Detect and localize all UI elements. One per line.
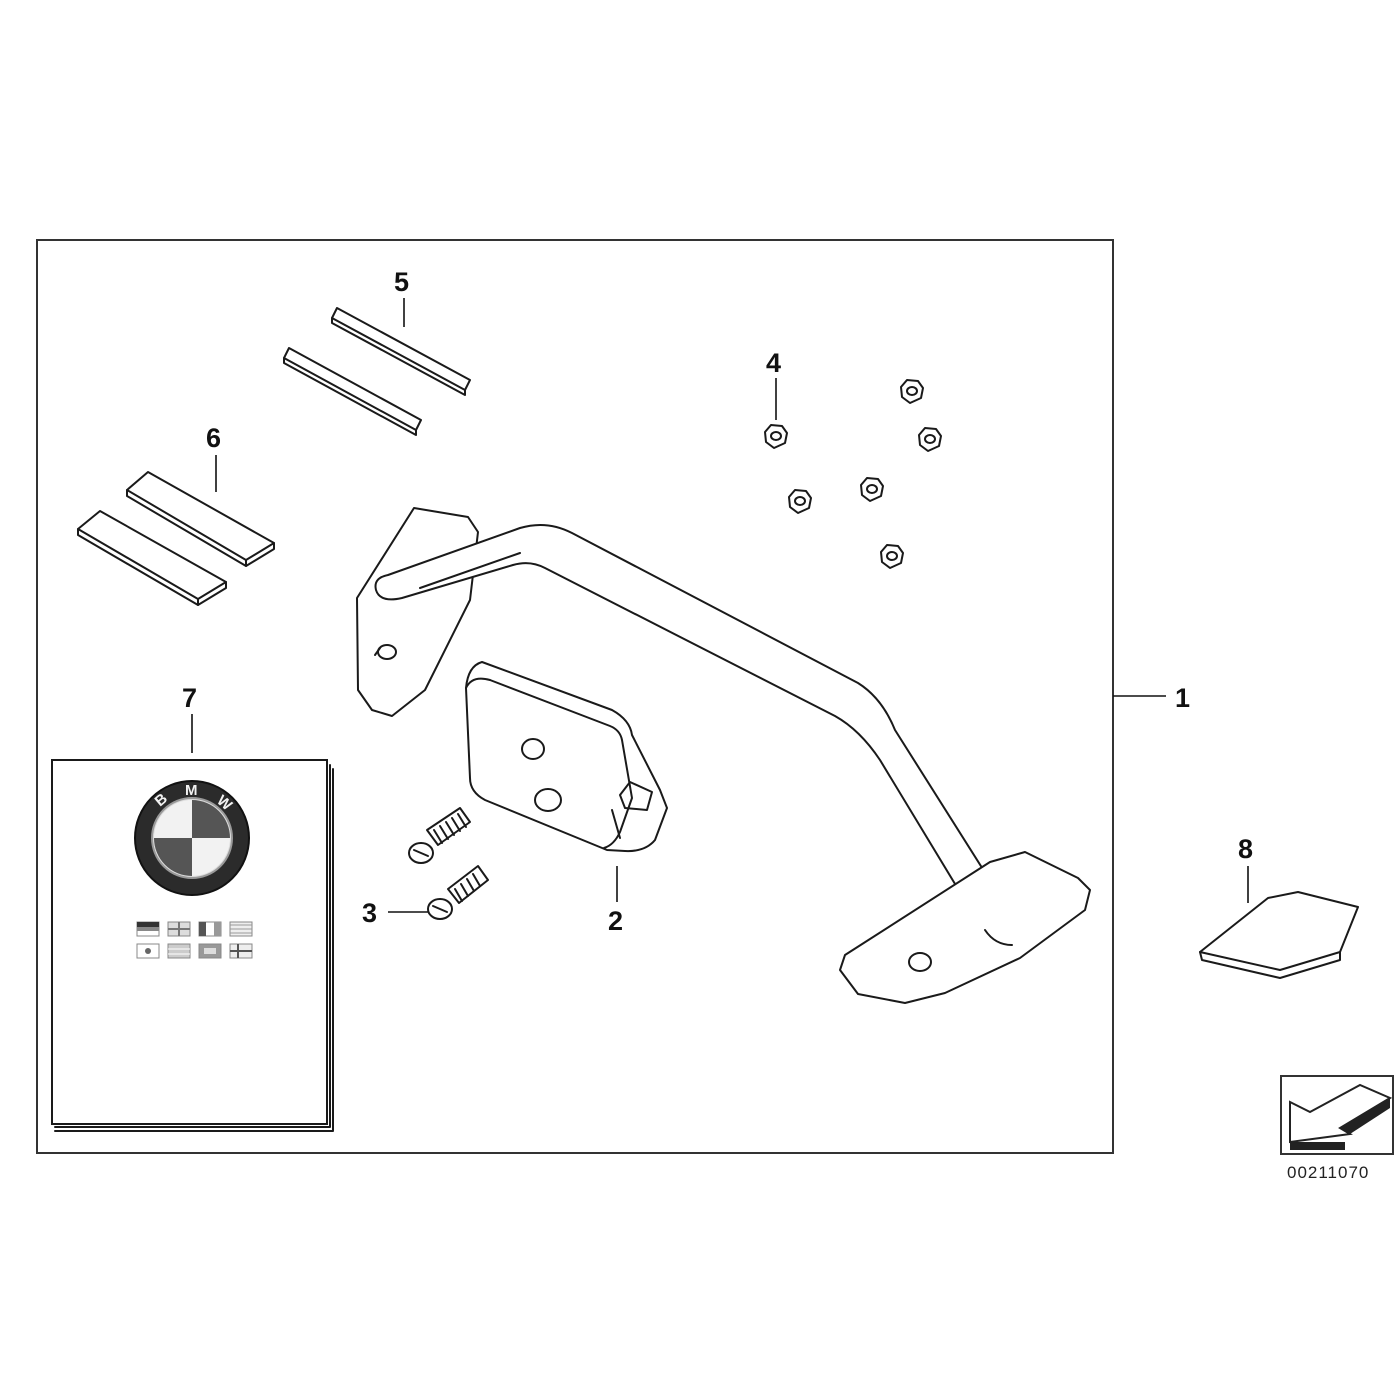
callout-5: 5 [394, 267, 409, 297]
diagram-id: 00211070 [1287, 1163, 1369, 1182]
part-4-hex-nuts[interactable] [764, 379, 942, 569]
callout-6: 6 [206, 423, 221, 453]
callout-7: 7 [182, 683, 197, 713]
hex-nut [918, 427, 942, 452]
part-5-adhesive-strips[interactable] [283, 307, 471, 436]
part-8-adhesive-pad[interactable] [1199, 891, 1359, 979]
hex-nut [900, 379, 924, 404]
logo-letter-m: M [185, 782, 198, 799]
screw [408, 807, 471, 864]
callout-2: 2 [608, 906, 623, 936]
bmw-logo: B M W [134, 780, 250, 896]
view-direction-icon [1280, 1075, 1394, 1155]
hex-nut [764, 424, 788, 449]
callout-8: 8 [1238, 834, 1253, 864]
part-2-damper-block[interactable] [465, 661, 668, 853]
hex-nut [860, 477, 884, 502]
language-flags [136, 921, 253, 959]
hex-nut [880, 544, 904, 569]
part-3-screws[interactable] [408, 807, 489, 920]
screw [427, 865, 489, 920]
hex-nut [788, 489, 812, 514]
callout-4: 4 [766, 348, 781, 378]
part-7-manual[interactable]: B M W [51, 759, 334, 1132]
part-6-adhesive-strips[interactable] [77, 471, 275, 606]
mounting-bracket[interactable] [356, 507, 1091, 1004]
callout-3: 3 [362, 898, 377, 928]
callout-1: 1 [1175, 683, 1190, 713]
